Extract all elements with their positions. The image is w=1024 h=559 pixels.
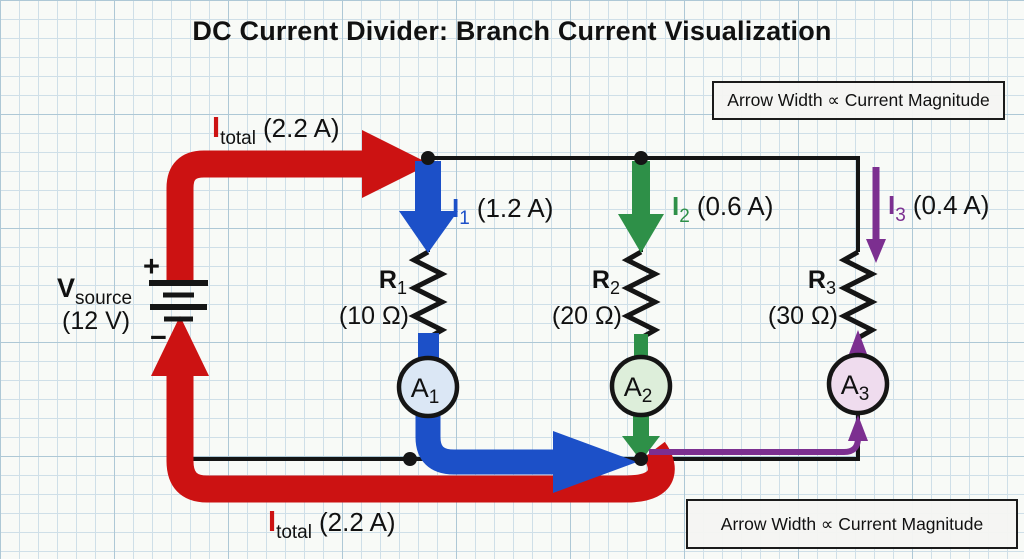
resistor-2-zigzag [621, 249, 661, 341]
branch2-ammeter-stub [634, 334, 648, 360]
ammeter-3-label: A3 [841, 370, 870, 405]
branch2-arrow-bottom-head [622, 436, 660, 461]
junction-dots [403, 151, 648, 466]
battery-plus-sign: + [143, 251, 160, 283]
branch2-current-label: I2(0.6 A) [672, 191, 773, 227]
source-value-label: (12 V) [62, 307, 130, 335]
itotal-bottom-label: Itotal(2.2 A) [268, 506, 396, 543]
top-wire [428, 156, 860, 252]
node-top-2 [634, 151, 648, 165]
total-current-top-band [166, 150, 366, 284]
node-bottom-1 [403, 452, 417, 466]
annotation-box-top: Arrow Width ∝ Current Magnitude [712, 81, 1005, 120]
resistor-3-name-label: R3 [808, 266, 836, 298]
ammeter-1-label: A1 [411, 373, 440, 408]
total-current-bottom-band [166, 374, 675, 503]
branch1-arrow-top-head [399, 211, 458, 253]
battery-minus-sign: − [150, 322, 167, 354]
branch1-bottom-band [415, 410, 558, 475]
resistor-2-value-label: (20 Ω) [552, 302, 622, 330]
annotation-box-bottom: Arrow Width ∝ Current Magnitude [686, 499, 1018, 549]
annotation-bottom-text: Arrow Width ∝ Current Magnitude [720, 513, 984, 534]
resistor-2-name-label: R2 [592, 266, 620, 298]
source-name-label: Vsource [57, 273, 132, 309]
branch2-current-path [618, 161, 664, 461]
resistor-3-value-label: (30 Ω) [768, 302, 838, 330]
total-current-right-arrowhead [362, 130, 430, 198]
ammeter-3-circle [826, 352, 890, 416]
resistor-1-value-label: (10 Ω) [339, 302, 409, 330]
resistor-1-zigzag [408, 249, 448, 341]
total-current-path [151, 130, 675, 503]
branch1-current-label: I1(1.2 A) [452, 193, 553, 229]
branch1-arrow-top-band [415, 161, 441, 212]
branch1-ammeter-stub [418, 333, 439, 360]
branch2-arrow-bottom-band [633, 411, 649, 437]
annotation-top-text: Arrow Width ∝ Current Magnitude [727, 90, 990, 110]
branch3-current-label: I3(0.4 A) [888, 190, 989, 226]
total-current-up-arrowhead [151, 316, 209, 376]
branch3-bottom-band [649, 437, 861, 455]
ammeters [396, 352, 890, 419]
branch2-arrow-top-band [632, 161, 650, 214]
ammeter-2-circle [609, 354, 673, 418]
branch1-current-path [399, 161, 637, 493]
branch3-up-arrowhead-lower [848, 415, 868, 441]
branch2-arrow-top-head [618, 214, 664, 253]
branch3-up-arrowhead-upper [849, 330, 867, 354]
page-title: DC Current Divider: Branch Current Visua… [192, 16, 832, 46]
resistor-1-name-label: R1 [379, 266, 407, 298]
ammeter-2-label: A2 [624, 372, 653, 407]
node-bottom-2 [634, 452, 648, 466]
itotal-top-label: Itotal(2.2 A) [212, 112, 340, 149]
branch3-arrow-top-head [866, 239, 886, 263]
battery-symbol [149, 280, 208, 322]
branch3-current-path [649, 167, 886, 455]
ammeter-1-circle [396, 355, 460, 419]
branch1-right-arrowhead [553, 431, 637, 493]
node-top-1 [421, 151, 435, 165]
resistor-3-zigzag [838, 249, 878, 341]
